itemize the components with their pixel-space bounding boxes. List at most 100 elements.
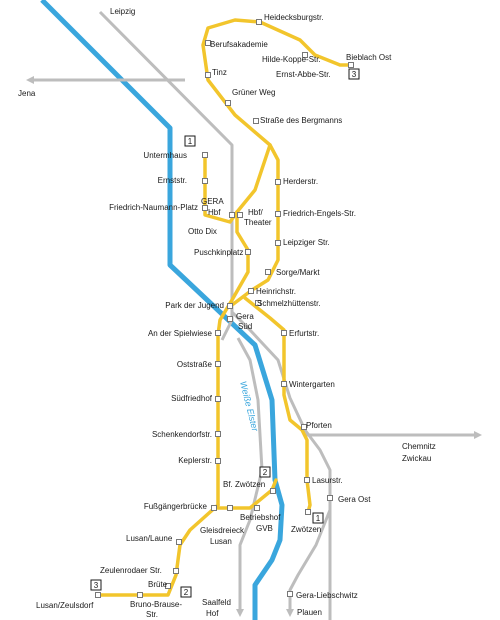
station-marker bbox=[229, 212, 235, 218]
label-gleisdreieck-1: Gleisdreieck bbox=[200, 526, 245, 535]
station-marker bbox=[215, 396, 221, 402]
label-gruener-weg: Grüner Weg bbox=[232, 88, 275, 97]
station-marker bbox=[253, 118, 259, 124]
station-marker bbox=[215, 330, 221, 336]
station-marker bbox=[270, 488, 276, 494]
line-tag-3-lusan-zeulsdorf: 3 bbox=[90, 579, 102, 591]
station-marker bbox=[137, 592, 143, 598]
station-marker bbox=[281, 330, 287, 336]
label-untermhaus: Untermhaus bbox=[143, 151, 187, 160]
stations bbox=[95, 19, 354, 598]
label-suedfriedhof: Südfriedhof bbox=[171, 394, 213, 403]
label-zeulenrodaer: Zeulenrodaer Str. bbox=[100, 566, 162, 575]
label-lusan-laune: Lusan/Laune bbox=[126, 534, 173, 543]
station-marker bbox=[305, 509, 311, 515]
station-marker bbox=[275, 240, 281, 246]
label-sorge-markt: Sorge/Markt bbox=[276, 268, 320, 277]
label-gera-hbf-2: Hbf bbox=[208, 208, 221, 217]
label-bruete: Brüte bbox=[148, 580, 168, 589]
label-ernst-abbe: Ernst-Abbe-Str. bbox=[276, 70, 331, 79]
svg-text:1: 1 bbox=[316, 514, 321, 523]
rail-arrow-chemnitz bbox=[474, 431, 482, 439]
station-marker bbox=[227, 303, 233, 309]
station-marker bbox=[327, 495, 333, 501]
label-wintergarten: Wintergarten bbox=[289, 380, 335, 389]
station-marker bbox=[215, 431, 221, 437]
label-bruno-brause-1: Bruno-Brause- bbox=[130, 600, 182, 609]
label-schmelzhuettenstr: Schmelzhüttenstr. bbox=[257, 299, 321, 308]
svg-text:1: 1 bbox=[188, 137, 193, 146]
station-marker bbox=[227, 316, 233, 322]
label-bf-zwoetzen: Bf. Zwötzen bbox=[223, 480, 265, 489]
rail-line-leipzig bbox=[98, 10, 234, 300]
station-marker bbox=[205, 40, 211, 46]
rail-line-saalfeld bbox=[236, 337, 264, 612]
station-marker bbox=[275, 211, 281, 217]
station-marker bbox=[176, 539, 182, 545]
label-berufsakademie: Berufsakademie bbox=[210, 40, 268, 49]
label-heinrichstr: Heinrichstr. bbox=[256, 287, 296, 296]
label-zwickau: Zwickau bbox=[402, 454, 431, 463]
label-tinz: Tinz bbox=[212, 68, 227, 77]
label-saalfeld: Saalfeld bbox=[202, 598, 231, 607]
label-pforten: Pforten bbox=[306, 421, 332, 430]
label-an-der-spielwiese: An der Spielwiese bbox=[148, 329, 213, 338]
label-hilde-koppe: Hilde-Koppe-Str. bbox=[262, 55, 321, 64]
line-tag-1-untermhaus: 1 bbox=[184, 135, 196, 147]
label-gera-liebschwitz: Gera-Liebschwitz bbox=[296, 591, 358, 600]
station-marker bbox=[245, 249, 251, 255]
label-jena: Jena bbox=[18, 89, 36, 98]
line-tag-1-zwoetzen: 1 bbox=[312, 512, 324, 524]
label-gleisdreieck-2: Lusan bbox=[210, 537, 232, 546]
label-gera-ost: Gera Ost bbox=[338, 495, 371, 504]
label-hbf-theater-1: Hbf/ bbox=[248, 208, 263, 217]
tram-line-2-zwoetzen bbox=[216, 478, 278, 510]
station-marker bbox=[173, 568, 179, 574]
station-marker bbox=[205, 72, 211, 78]
station-marker bbox=[275, 179, 281, 185]
station-marker bbox=[237, 212, 243, 218]
label-bruno-brause-2: Str. bbox=[146, 610, 158, 619]
station-marker bbox=[256, 19, 262, 25]
label-fussgaengerbruecke: Fußgängerbrücke bbox=[144, 502, 208, 511]
label-friedrich-engels: Friedrich-Engels-Str. bbox=[283, 209, 356, 218]
label-leipzig: Leipzig bbox=[110, 7, 135, 16]
label-oststrasse: Oststraße bbox=[177, 360, 213, 369]
station-marker bbox=[281, 381, 287, 387]
station-marker bbox=[255, 300, 261, 306]
label-puschkinplatz: Puschkinplatz bbox=[194, 248, 243, 257]
label-leipziger-str: Leipziger Str. bbox=[283, 238, 330, 247]
label-betriebshof-2: GVB bbox=[256, 524, 273, 533]
rail-line-plauen bbox=[288, 509, 332, 612]
station-marker bbox=[287, 591, 293, 597]
label-gera-sued-2: Süd bbox=[238, 322, 252, 331]
label-schenkendorfstr: Schenkendorfstr. bbox=[152, 430, 212, 439]
station-marker bbox=[211, 505, 217, 511]
station-marker bbox=[165, 583, 171, 589]
station-marker bbox=[248, 288, 254, 294]
station-marker bbox=[202, 205, 208, 211]
label-heidecksburgstr: Heidecksburgstr. bbox=[264, 13, 324, 22]
destination-labels: Leipzig Jena Chemnitz Zwickau Saalfeld H… bbox=[18, 7, 436, 618]
station-marker bbox=[215, 458, 221, 464]
label-herderstr: Herderstr. bbox=[283, 177, 318, 186]
label-strasse-bergmanns: Straße des Bergmanns bbox=[260, 116, 342, 125]
station-marker bbox=[202, 178, 208, 184]
label-friedrich-naumann: Friedrich-Naumann-Platz bbox=[109, 203, 198, 212]
station-marker bbox=[254, 505, 260, 511]
svg-text:2: 2 bbox=[184, 588, 189, 597]
tram-line-lusan bbox=[96, 503, 220, 597]
station-marker bbox=[202, 152, 208, 158]
label-lusan-zeulsdorf: Lusan/Zeulsdorf bbox=[36, 601, 94, 610]
line-tag-2-bf-zwoetzen: 2 bbox=[259, 466, 271, 478]
label-zwoetzen: Zwötzen bbox=[291, 525, 321, 534]
station-marker bbox=[227, 505, 233, 511]
label-betriebshof-1: Betriebshof bbox=[240, 513, 281, 522]
rail-arrow-plauen bbox=[286, 609, 294, 617]
svg-text:3: 3 bbox=[352, 70, 357, 79]
line-tag-2-bruete: 2 bbox=[180, 586, 192, 598]
label-erfurtstr: Erfurtstr. bbox=[289, 329, 319, 338]
rail-line-main bbox=[230, 300, 332, 620]
railway-lines bbox=[30, 10, 478, 620]
